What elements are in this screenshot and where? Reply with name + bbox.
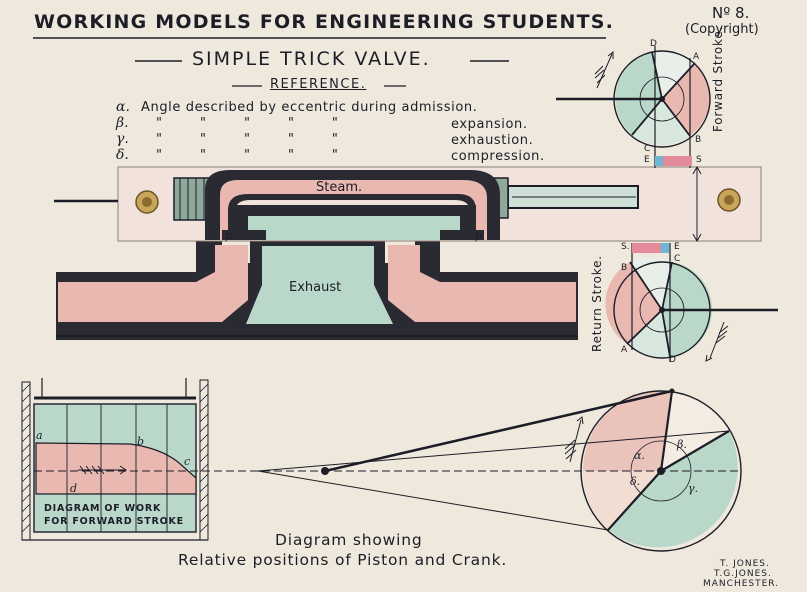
card-number: Nº 8. bbox=[712, 4, 750, 22]
copyright-note: (Copyright) bbox=[685, 22, 759, 37]
legend-symbol-delta: δ. bbox=[116, 147, 129, 163]
reference-heading: REFERENCE. bbox=[270, 77, 367, 92]
valve-body bbox=[56, 240, 578, 340]
maker-line1: T. JONES. bbox=[720, 559, 770, 569]
port-label-p: p. bbox=[225, 229, 236, 242]
legend-text-beta: expansion. bbox=[451, 117, 528, 132]
work-point-c: c bbox=[184, 455, 191, 468]
work-diagram bbox=[21, 378, 209, 541]
fwd-point-c: C bbox=[644, 144, 651, 154]
legend-symbol-alpha: α. bbox=[116, 99, 130, 115]
crank-angle-gamma: γ. bbox=[688, 482, 699, 495]
ret-point-s: S. bbox=[621, 242, 630, 252]
return-stroke-circle bbox=[605, 243, 778, 362]
ret-point-b: B bbox=[621, 263, 628, 273]
legend-symbol-beta: β. bbox=[116, 115, 129, 131]
arrow-right-icon bbox=[78, 465, 127, 475]
fwd-point-b: B bbox=[695, 135, 702, 145]
ret-point-e: E bbox=[674, 242, 680, 252]
ret-point-d: D bbox=[669, 355, 676, 365]
maker-line3: MANCHESTER. bbox=[703, 579, 780, 589]
legend-text-gamma: exhaustion. bbox=[451, 133, 534, 148]
caption-line2: Relative positions of Piston and Crank. bbox=[178, 551, 508, 569]
fwd-point-e: E bbox=[644, 155, 650, 165]
work-point-b: b bbox=[137, 435, 145, 448]
work-point-a: a bbox=[36, 429, 43, 442]
work-point-d: d bbox=[70, 482, 78, 495]
port-label-p-prime: p' bbox=[475, 229, 486, 242]
legend-text-delta: compression. bbox=[451, 149, 545, 164]
ret-point-c: C bbox=[674, 254, 681, 264]
steam-label: Steam. bbox=[316, 180, 363, 195]
legend-ditto-beta: """"" bbox=[156, 116, 376, 131]
return-stroke-label: Return Stroke. bbox=[590, 255, 604, 352]
legend-ditto-delta: """"" bbox=[156, 148, 376, 163]
crank-angle-delta: δ. bbox=[630, 475, 641, 488]
card-title: WORKING MODELS FOR ENGINEERING STUDENTS. bbox=[34, 11, 615, 33]
diagram-subtitle: SIMPLE TRICK VALVE. bbox=[192, 48, 431, 70]
maker-line2: T.G.JONES. bbox=[714, 569, 772, 579]
legend-ditto-gamma: """"" bbox=[156, 132, 376, 147]
crank-angle-alpha: α. bbox=[634, 449, 645, 462]
work-caption-line1: DIAGRAM OF WORK bbox=[44, 503, 162, 514]
work-caption-line2: FOR FORWARD STROKE bbox=[44, 516, 184, 527]
exhaust-label: Exhaust bbox=[289, 280, 342, 295]
ret-point-a: A bbox=[621, 345, 628, 355]
forward-stroke-circle bbox=[556, 46, 711, 168]
caption-line1: Diagram showing bbox=[275, 531, 423, 549]
slide-strip bbox=[54, 166, 762, 242]
crank-diagram bbox=[34, 388, 742, 552]
fwd-point-s: S bbox=[696, 155, 702, 165]
legend-symbol-gamma: γ. bbox=[116, 131, 129, 147]
legend-text-alpha: Angle described by eccentric during admi… bbox=[141, 100, 478, 115]
forward-stroke-label: Forward Stroke. bbox=[711, 25, 725, 132]
fwd-point-a: A bbox=[693, 52, 700, 62]
fwd-point-d: D bbox=[650, 39, 657, 49]
crank-angle-beta: β. bbox=[677, 438, 687, 451]
